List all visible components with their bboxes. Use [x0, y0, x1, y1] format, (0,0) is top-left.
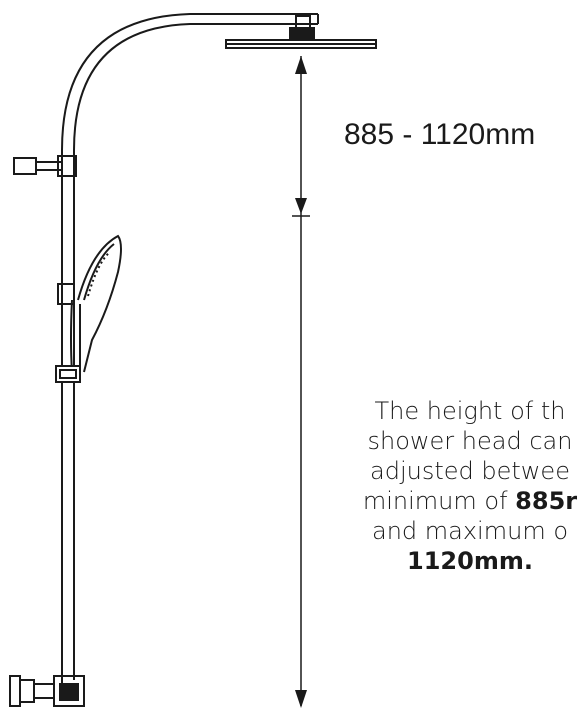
upper-bracket	[13, 155, 77, 177]
hand-shower	[70, 234, 122, 373]
height-description: The height of th shower head can adjuste…	[300, 396, 581, 576]
rain-shower-head	[225, 15, 377, 49]
min-height-value: 885r	[515, 487, 578, 515]
description-line: shower head can	[367, 427, 573, 455]
description-line: and maximum o	[371, 517, 569, 545]
slider-holder	[57, 283, 75, 305]
description-line: 1120mm.	[300, 546, 581, 576]
height-range-label: 885 - 1120mm	[344, 118, 536, 151]
riser-rail	[61, 13, 319, 700]
description-text: minimum of	[362, 487, 516, 515]
description-line: minimum of 885r	[300, 486, 581, 516]
dimension-line	[292, 56, 310, 708]
description-line: The height of th	[374, 397, 566, 425]
lower-holder	[55, 365, 81, 383]
max-height-value: 1120mm.	[407, 547, 533, 575]
mixer-valve	[9, 675, 85, 707]
description-line: adjusted betwee	[370, 457, 570, 485]
